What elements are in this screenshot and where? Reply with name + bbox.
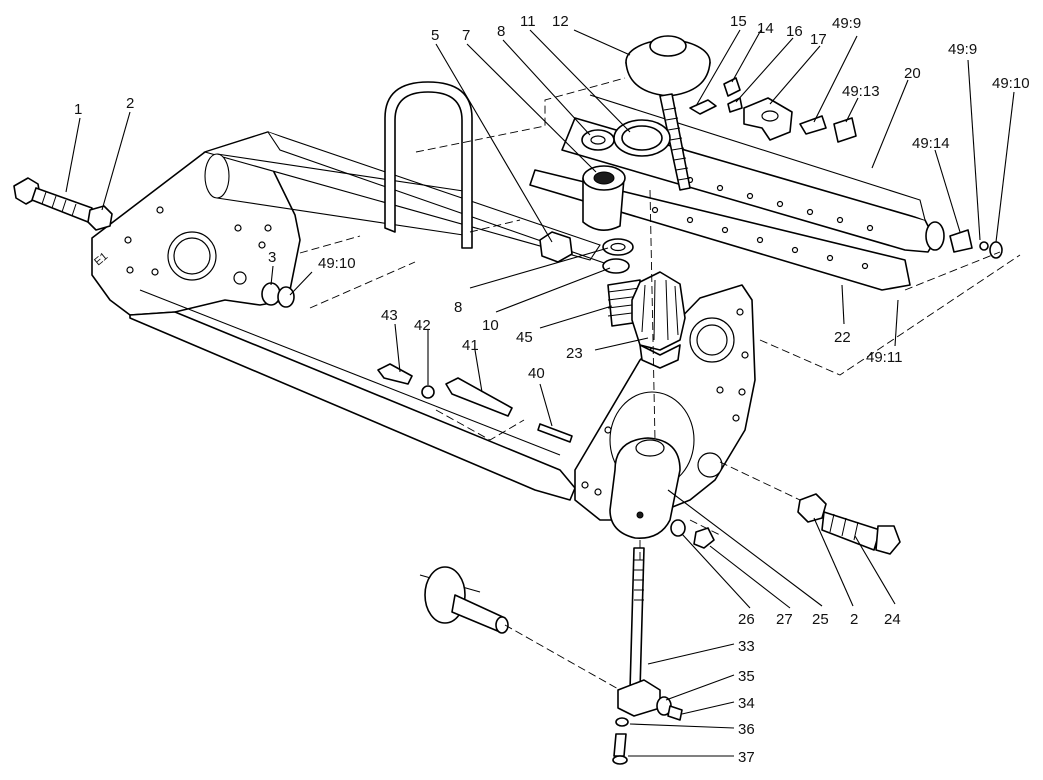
callout-8-b: 8 xyxy=(454,299,462,316)
callout-49-11: 49:11 xyxy=(866,349,902,366)
adjuster-knob xyxy=(625,35,711,191)
callout-41: 41 xyxy=(462,337,479,354)
callout-45: 45 xyxy=(516,329,533,346)
leader-lines xyxy=(65,29,1015,757)
callout-49-13: 49:13 xyxy=(842,83,880,100)
callout-15: 15 xyxy=(730,13,747,30)
callout-2-b: 2 xyxy=(850,611,858,628)
callout-10: 10 xyxy=(482,317,499,334)
left-bolt xyxy=(13,177,295,308)
alignment-lines xyxy=(299,77,1021,691)
callout-2: 2 xyxy=(126,95,134,112)
callout-49-14: 49:14 xyxy=(912,135,950,152)
callout-49-10-b: 49:10 xyxy=(992,75,1030,92)
callout-49-9: 49:9 xyxy=(832,15,861,32)
roller-tube xyxy=(204,153,471,237)
callout-17: 17 xyxy=(810,31,827,48)
callout-49-9-b: 49:9 xyxy=(948,41,977,58)
callout-34: 34 xyxy=(738,695,755,712)
pin-hardware xyxy=(689,77,1003,259)
callout-27: 27 xyxy=(776,611,793,628)
height-rod-assembly xyxy=(612,547,683,765)
callout-12: 12 xyxy=(552,13,569,30)
callout-35: 35 xyxy=(738,668,755,685)
callout-labels: 1 2 3 49:10 5 7 8 11 12 15 14 16 17 49:9… xyxy=(74,13,1030,766)
callout-26: 26 xyxy=(738,611,755,628)
frame-side-plate: E1 xyxy=(91,131,611,501)
callout-40: 40 xyxy=(528,365,545,382)
callout-43: 43 xyxy=(381,307,398,324)
callout-37: 37 xyxy=(738,749,755,766)
callout-7: 7 xyxy=(462,27,470,44)
spring-assembly xyxy=(602,238,686,369)
roller-shaft xyxy=(419,566,509,634)
callout-33: 33 xyxy=(738,638,755,655)
lower-right-bolts xyxy=(670,493,901,555)
callout-20: 20 xyxy=(904,65,921,82)
callout-23: 23 xyxy=(566,345,583,362)
callout-1: 1 xyxy=(74,101,82,118)
callout-16: 16 xyxy=(786,23,803,40)
callout-8: 8 xyxy=(497,23,505,40)
callout-25: 25 xyxy=(812,611,829,628)
callout-36: 36 xyxy=(738,721,755,738)
callout-49-10: 49:10 xyxy=(318,255,356,272)
upper-hardware xyxy=(581,119,671,231)
callout-3: 3 xyxy=(268,249,276,266)
callout-5: 5 xyxy=(431,27,439,44)
beam-bolts xyxy=(377,231,573,443)
callout-14: 14 xyxy=(757,20,774,37)
u-bracket xyxy=(384,81,473,249)
callout-24: 24 xyxy=(884,611,901,628)
callout-11: 11 xyxy=(520,13,536,30)
callout-22: 22 xyxy=(834,329,851,346)
callout-42: 42 xyxy=(414,317,431,334)
bearing-plate xyxy=(574,284,756,539)
